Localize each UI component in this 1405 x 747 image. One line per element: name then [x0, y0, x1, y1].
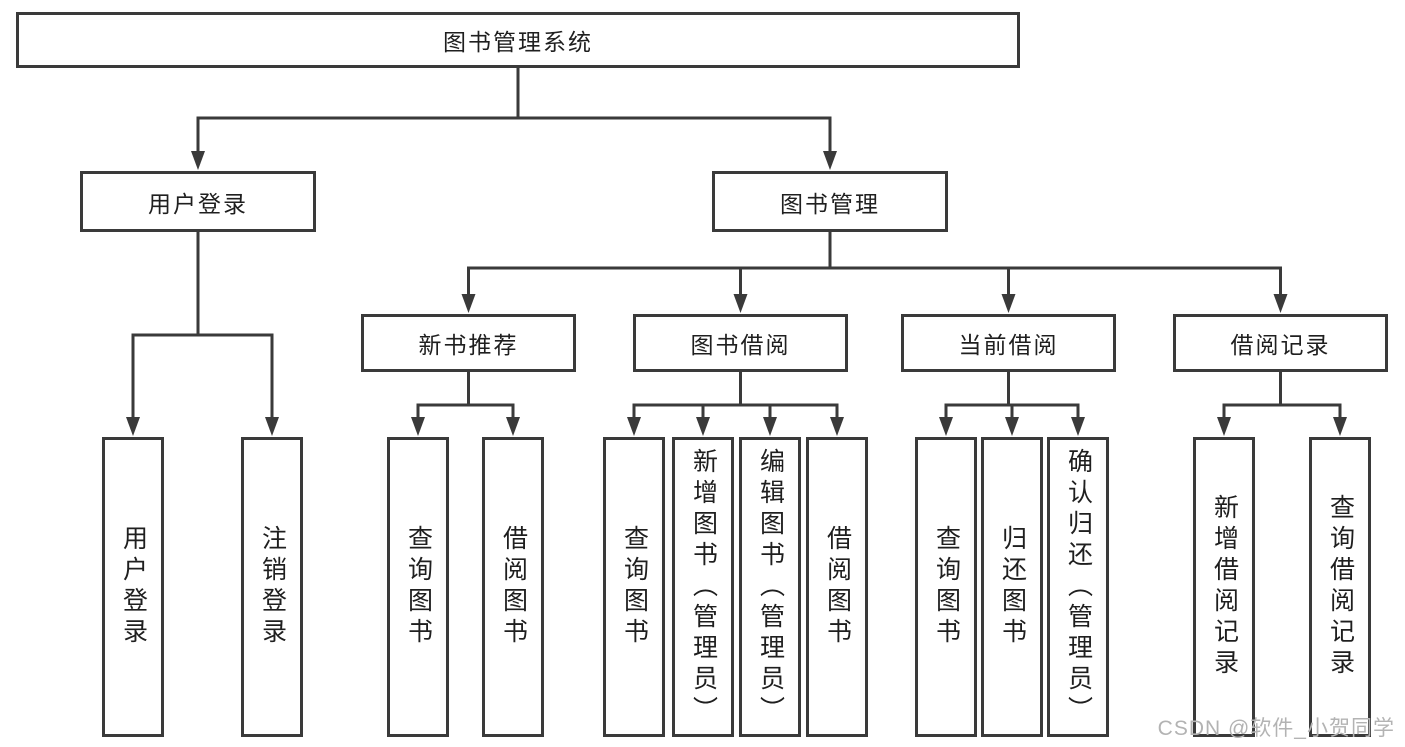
arrowhead	[126, 417, 140, 436]
arrowhead	[191, 151, 205, 170]
arrowhead	[1217, 417, 1231, 436]
connector-user-login-to-children	[126, 230, 279, 436]
arrowhead	[627, 417, 641, 436]
node-leaf-query-books-borrow: 查询图书	[603, 437, 665, 737]
connector-new-book-to-children	[411, 370, 520, 436]
arrowhead	[763, 417, 777, 436]
node-book-borrow: 图书借阅	[633, 314, 848, 372]
arrowhead	[1071, 417, 1085, 436]
node-leaf-borrow-books-recommend: 借阅图书	[482, 437, 544, 737]
arrowhead	[506, 417, 520, 436]
node-borrow-record: 借阅记录	[1173, 314, 1388, 372]
arrowhead	[1001, 294, 1016, 313]
node-leaf-query-books-current: 查询图书	[915, 437, 977, 737]
node-leaf-return-books: 归还图书	[981, 437, 1043, 737]
node-new-book-recommend: 新书推荐	[361, 314, 576, 372]
arrowhead	[939, 417, 953, 436]
connector-root-to-level2	[191, 66, 837, 170]
arrowhead	[461, 294, 476, 313]
node-leaf-add-books-admin: 新增图书（管理员）	[672, 437, 734, 737]
arrowhead	[696, 417, 710, 436]
node-book-management: 图书管理	[712, 171, 948, 232]
node-leaf-borrow-books: 借阅图书	[806, 437, 868, 737]
arrowhead	[1273, 294, 1288, 313]
node-leaf-user-login: 用户登录	[102, 437, 164, 737]
arrowhead	[830, 417, 844, 436]
arrowhead	[1333, 417, 1347, 436]
connector-current-borrow-to-children	[939, 370, 1085, 436]
node-leaf-query-books-recommend: 查询图书	[387, 437, 449, 737]
node-root-library-system: 图书管理系统	[16, 12, 1020, 68]
arrowhead	[411, 417, 425, 436]
csdn-watermark: CSDN @软件_小贺同学	[1157, 717, 1395, 740]
node-user-login-group: 用户登录	[80, 171, 316, 232]
node-current-borrow: 当前借阅	[901, 314, 1116, 372]
node-leaf-query-borrow-record: 查询借阅记录	[1309, 437, 1371, 737]
connector-borrow-record-to-children	[1217, 370, 1347, 436]
node-leaf-logout: 注销登录	[241, 437, 303, 737]
arrowhead	[733, 294, 748, 313]
arrowhead	[265, 417, 279, 436]
connector-book-management-to-level3	[461, 230, 1288, 313]
connector-book-borrow-to-children	[627, 370, 844, 436]
arrowhead	[823, 151, 837, 170]
node-leaf-confirm-return-admin: 确认归还（管理员）	[1047, 437, 1109, 737]
arrowhead	[1005, 417, 1019, 436]
node-leaf-add-borrow-record: 新增借阅记录	[1193, 437, 1255, 737]
node-leaf-edit-books-admin: 编辑图书（管理员）	[739, 437, 801, 737]
